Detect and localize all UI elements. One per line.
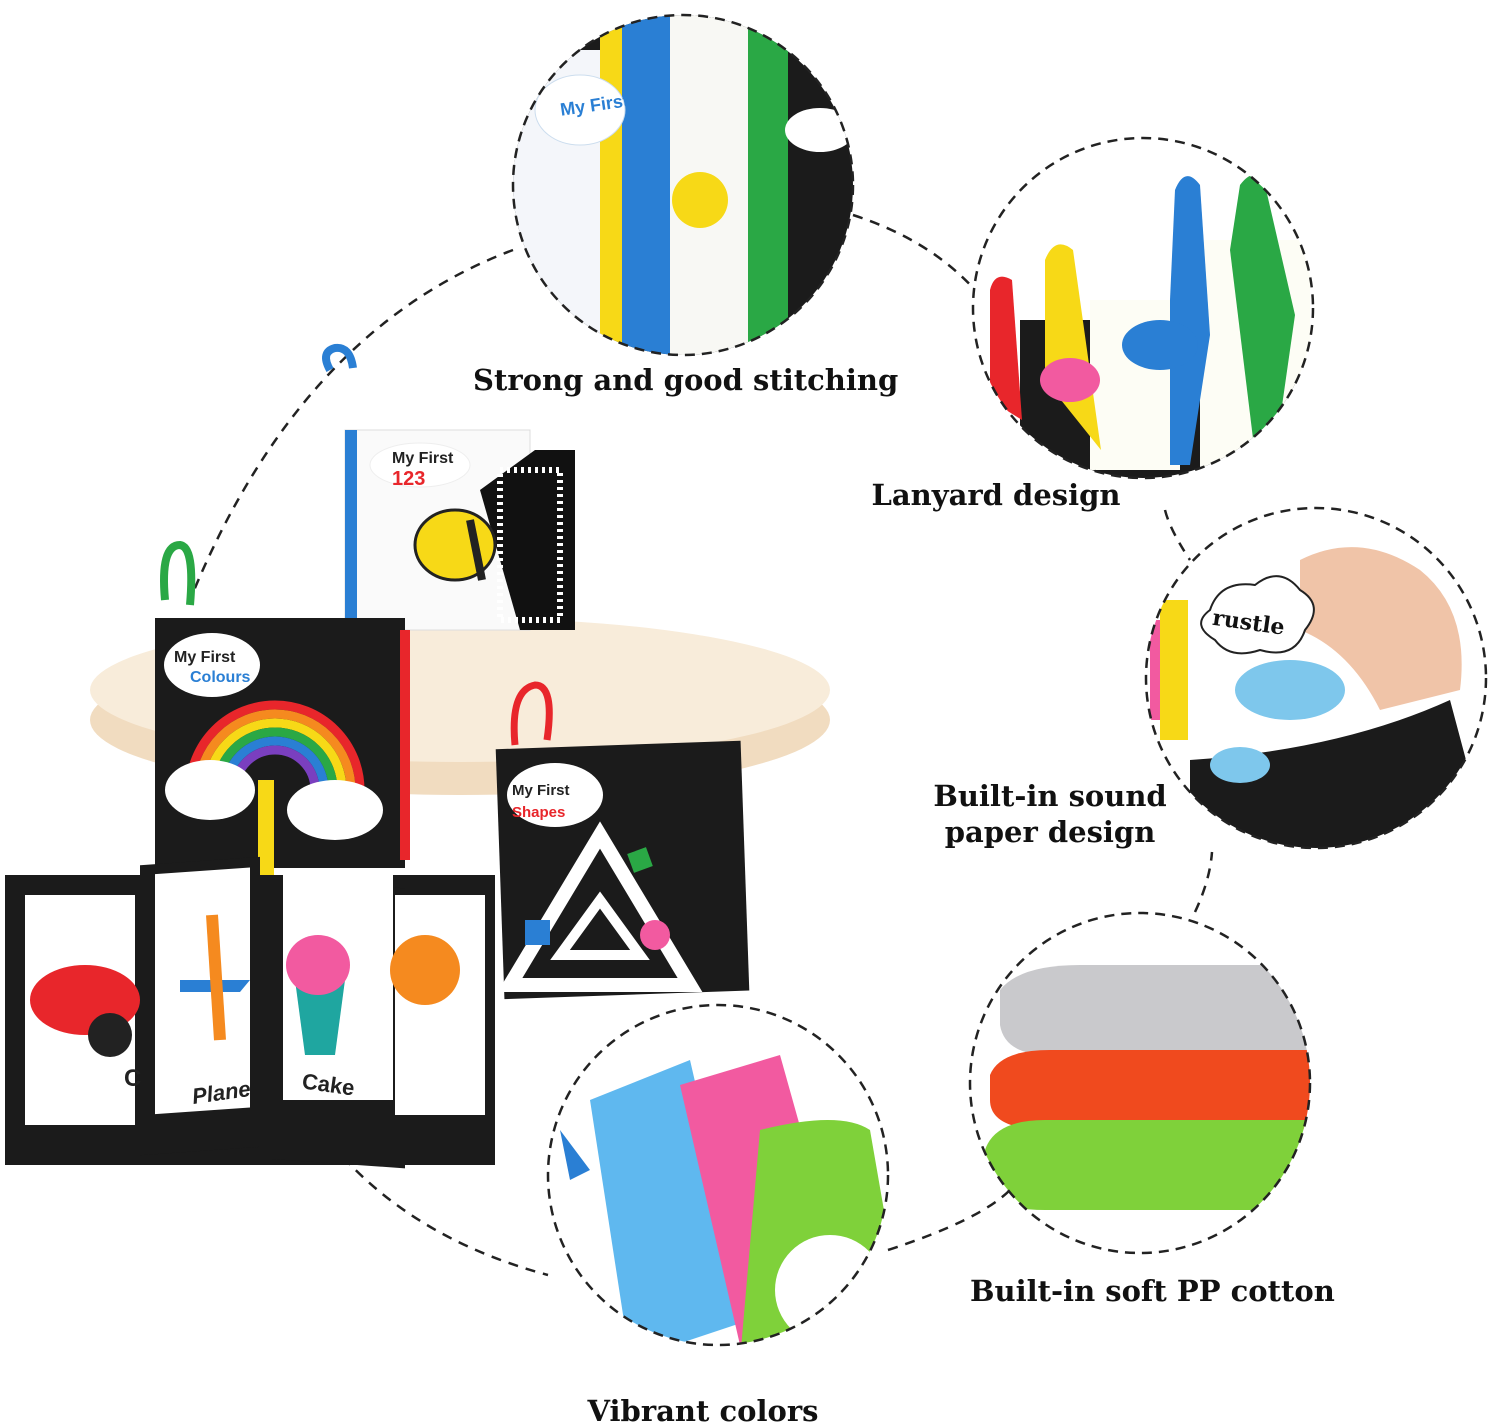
- feature-label-vibrant: Vibrant colors: [587, 1394, 819, 1427]
- circle-pp-cotton-border: [968, 911, 1312, 1255]
- book-title-line1: My First: [392, 450, 454, 467]
- book-my-first-colours: [155, 540, 410, 880]
- circle-vibrant-colors-border: [546, 1003, 890, 1347]
- circle-lanyard-border: [971, 136, 1315, 480]
- circle-lanyard: [973, 138, 1313, 478]
- book-title-line1: My First: [512, 782, 570, 799]
- book-my-first-123: [322, 343, 575, 631]
- book-title-line2: 123: [392, 468, 426, 490]
- label-line1: Built-in sound: [933, 779, 1167, 813]
- book-open-pages: [5, 856, 495, 1169]
- book-title-line1: My First: [174, 649, 236, 666]
- book-title-line2: Shapes: [512, 804, 566, 821]
- circle-sound-paper: rustle: [1146, 508, 1486, 848]
- feature-label-pp-cotton: Built-in soft PP cotton: [970, 1274, 1335, 1308]
- feature-label-stitching: Strong and good stitching: [473, 363, 899, 397]
- circle-vibrant-colors: [548, 1005, 888, 1345]
- book-title-line2: Colours: [190, 669, 251, 686]
- circle-stitching-border: [511, 13, 855, 357]
- label-line2: paper design: [944, 815, 1156, 849]
- circle-sound-paper-border: [1144, 506, 1488, 850]
- circle-pp-cotton: [970, 913, 1310, 1253]
- page-car-label: C: [124, 1065, 142, 1092]
- feature-label-lanyard: Lanyard design: [871, 478, 1121, 512]
- circle-stitching: [513, 15, 853, 355]
- book-my-first-shapes: [495, 681, 750, 1000]
